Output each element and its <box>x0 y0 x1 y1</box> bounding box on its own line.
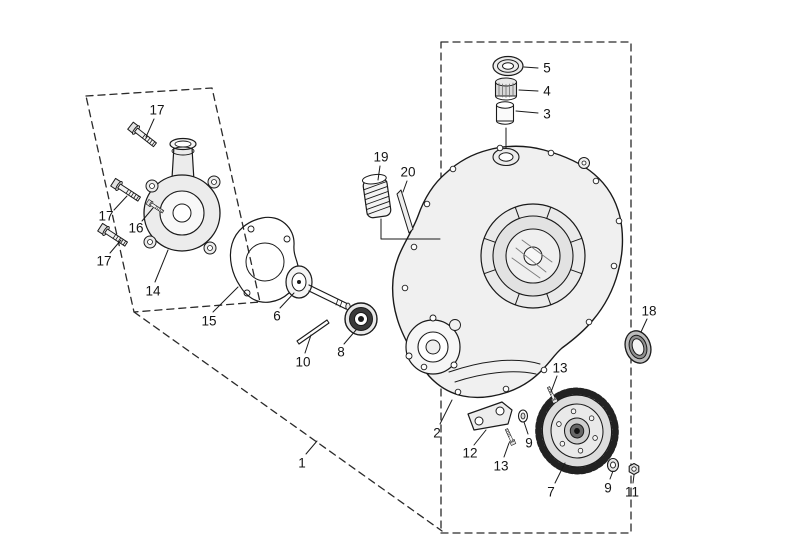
pump-bolt-17b <box>109 177 143 204</box>
rod-art <box>396 189 414 234</box>
water-pump-housing-art <box>143 137 221 255</box>
cap-art <box>492 55 524 77</box>
assembly-reference-line <box>133 311 443 532</box>
gear-art <box>535 387 619 475</box>
crankcase-cover-art <box>391 144 624 399</box>
seal-seat-art <box>494 77 518 101</box>
spring-reference-line <box>380 218 441 240</box>
plunger-art <box>495 101 515 125</box>
pump-bolt-17a <box>126 121 159 150</box>
spring-art <box>361 173 392 219</box>
impeller-shaft-art <box>285 265 351 311</box>
bearing-art <box>344 302 378 336</box>
pump-bolt-17c <box>96 222 130 249</box>
oil-seal-art <box>624 330 652 364</box>
bracket-bolt-13a <box>503 427 517 446</box>
washer-art <box>606 457 620 473</box>
cover-ribs <box>483 206 583 306</box>
nut-art <box>628 462 640 476</box>
pin-art <box>296 319 330 345</box>
bracket-art <box>467 401 513 431</box>
collar-art <box>517 409 529 423</box>
leader-lines <box>109 66 648 484</box>
